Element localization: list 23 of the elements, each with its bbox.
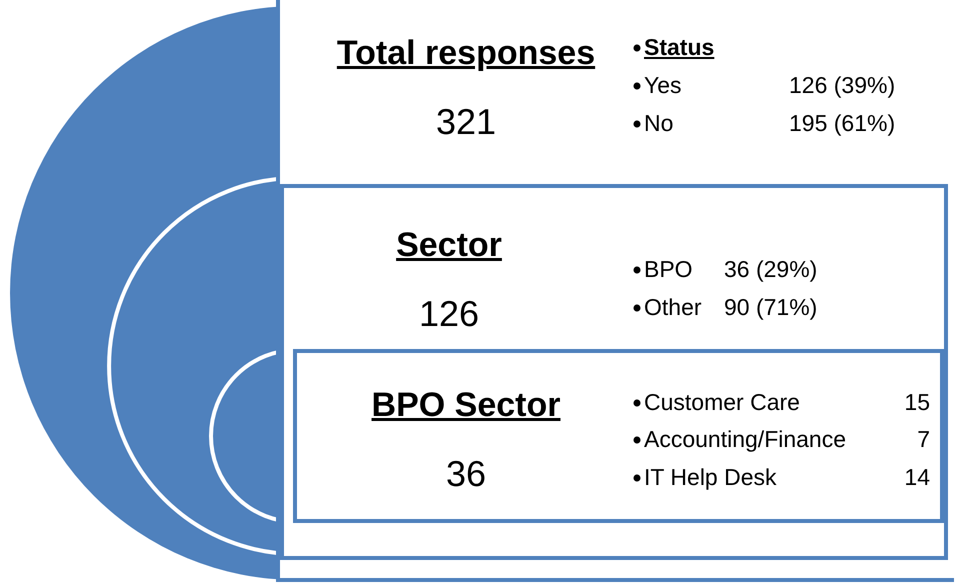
count-value: 14: [904, 466, 930, 489]
count-value: 36: [446, 456, 486, 492]
list-item: Other: [644, 296, 702, 319]
list-item: No: [644, 112, 674, 135]
count-value: 90 (71%): [724, 296, 818, 319]
count-value: 15: [904, 391, 930, 414]
list-item: IT Help Desk: [644, 466, 777, 489]
heading: BPO Sector: [372, 388, 560, 422]
count-value: 36 (29%): [724, 258, 818, 281]
list-item: Accounting/Finance: [644, 428, 846, 451]
list-item: BPO: [644, 258, 693, 281]
heading: Sector: [396, 228, 502, 262]
count-value: 126: [418, 296, 480, 332]
count-value: 126 (39%): [789, 74, 896, 97]
count-value: 195 (61%): [789, 112, 896, 135]
panel-box: [280, 184, 948, 560]
count-value: 7: [917, 428, 930, 451]
heading: Total responses: [336, 36, 596, 70]
list-item: Yes: [644, 74, 682, 97]
list-item: Customer Care: [644, 391, 800, 414]
count-value: 321: [436, 104, 496, 140]
panel-box: [293, 349, 944, 523]
list-heading: Status: [644, 36, 714, 59]
